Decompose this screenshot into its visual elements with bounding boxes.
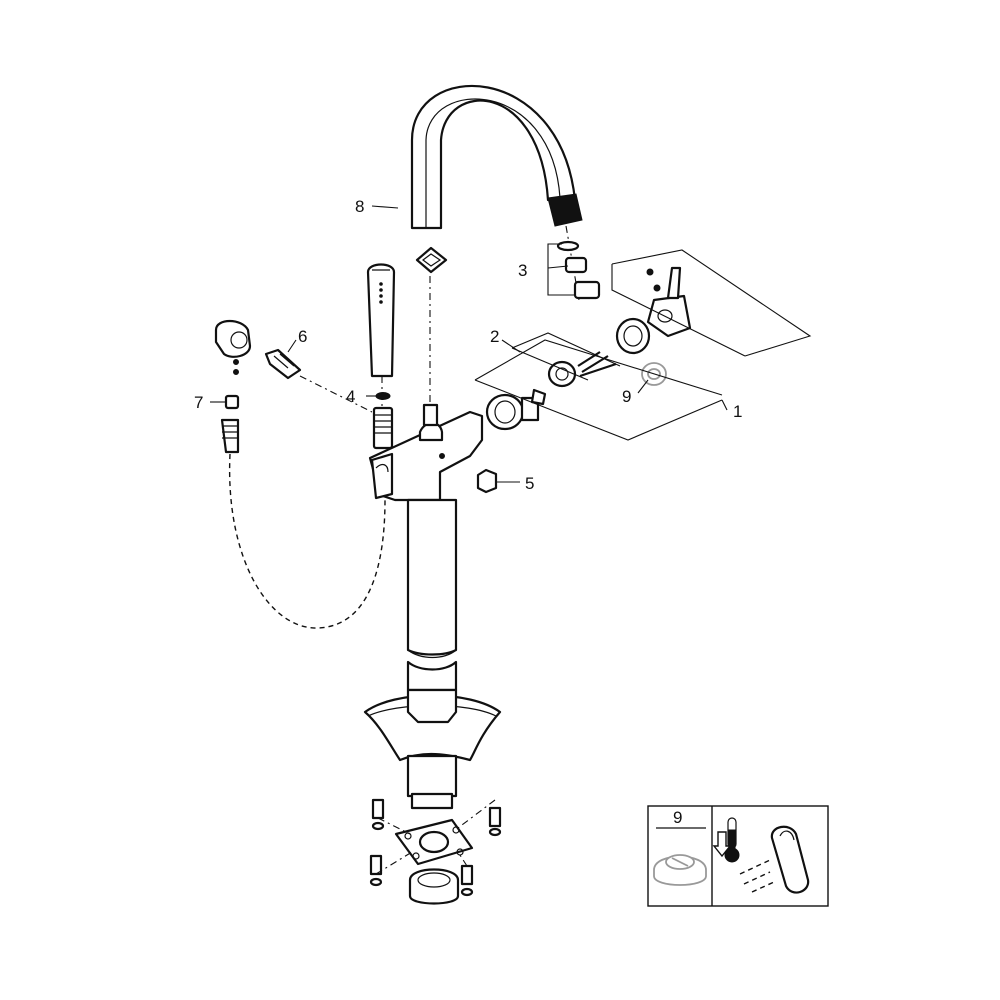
check-valve-6 <box>264 348 302 380</box>
callout-7: 7 <box>194 393 203 412</box>
callout-3: 3 <box>518 261 527 280</box>
legend-part-number: 9 <box>673 808 682 827</box>
hand-shower <box>366 263 396 378</box>
grey-cap-9 <box>637 362 667 394</box>
mounting-plate <box>394 818 474 866</box>
lever-handle <box>646 266 692 338</box>
washer-4 <box>375 392 391 400</box>
lower-pipe <box>406 754 458 810</box>
base-bolts <box>369 798 502 897</box>
legend-box: 9 <box>647 805 829 907</box>
shower-connector <box>372 406 394 450</box>
hose-nut-7 <box>220 394 240 454</box>
elbow-axis <box>299 375 373 413</box>
lever-handle-icon <box>739 825 810 894</box>
handle-ring <box>615 317 651 355</box>
leader-lines <box>210 205 728 411</box>
shower-hose <box>228 453 386 629</box>
grey-cap-icon <box>653 854 707 886</box>
base-axes <box>375 799 496 875</box>
hose-elbow <box>214 319 252 375</box>
bottom-nut <box>408 868 460 905</box>
callout-2: 2 <box>490 327 499 346</box>
riser-column <box>406 498 458 692</box>
callout-8: 8 <box>355 197 364 216</box>
callout-6: 6 <box>298 327 307 346</box>
escutcheon-flange <box>363 688 502 762</box>
aerator-parts <box>547 240 601 300</box>
mixer-body <box>368 403 484 502</box>
assembly-outline-1 <box>474 249 812 441</box>
cover-cap-5 <box>476 468 520 494</box>
callout-1: 1 <box>733 402 742 421</box>
spout-seal <box>415 246 448 274</box>
callout-5: 5 <box>525 474 534 493</box>
callout-4: 4 <box>346 387 355 406</box>
callout-9: 9 <box>622 387 631 406</box>
thermometer-down-arrow-icon <box>712 817 740 863</box>
assembly-outline-2 <box>511 332 621 381</box>
spout <box>410 84 583 230</box>
